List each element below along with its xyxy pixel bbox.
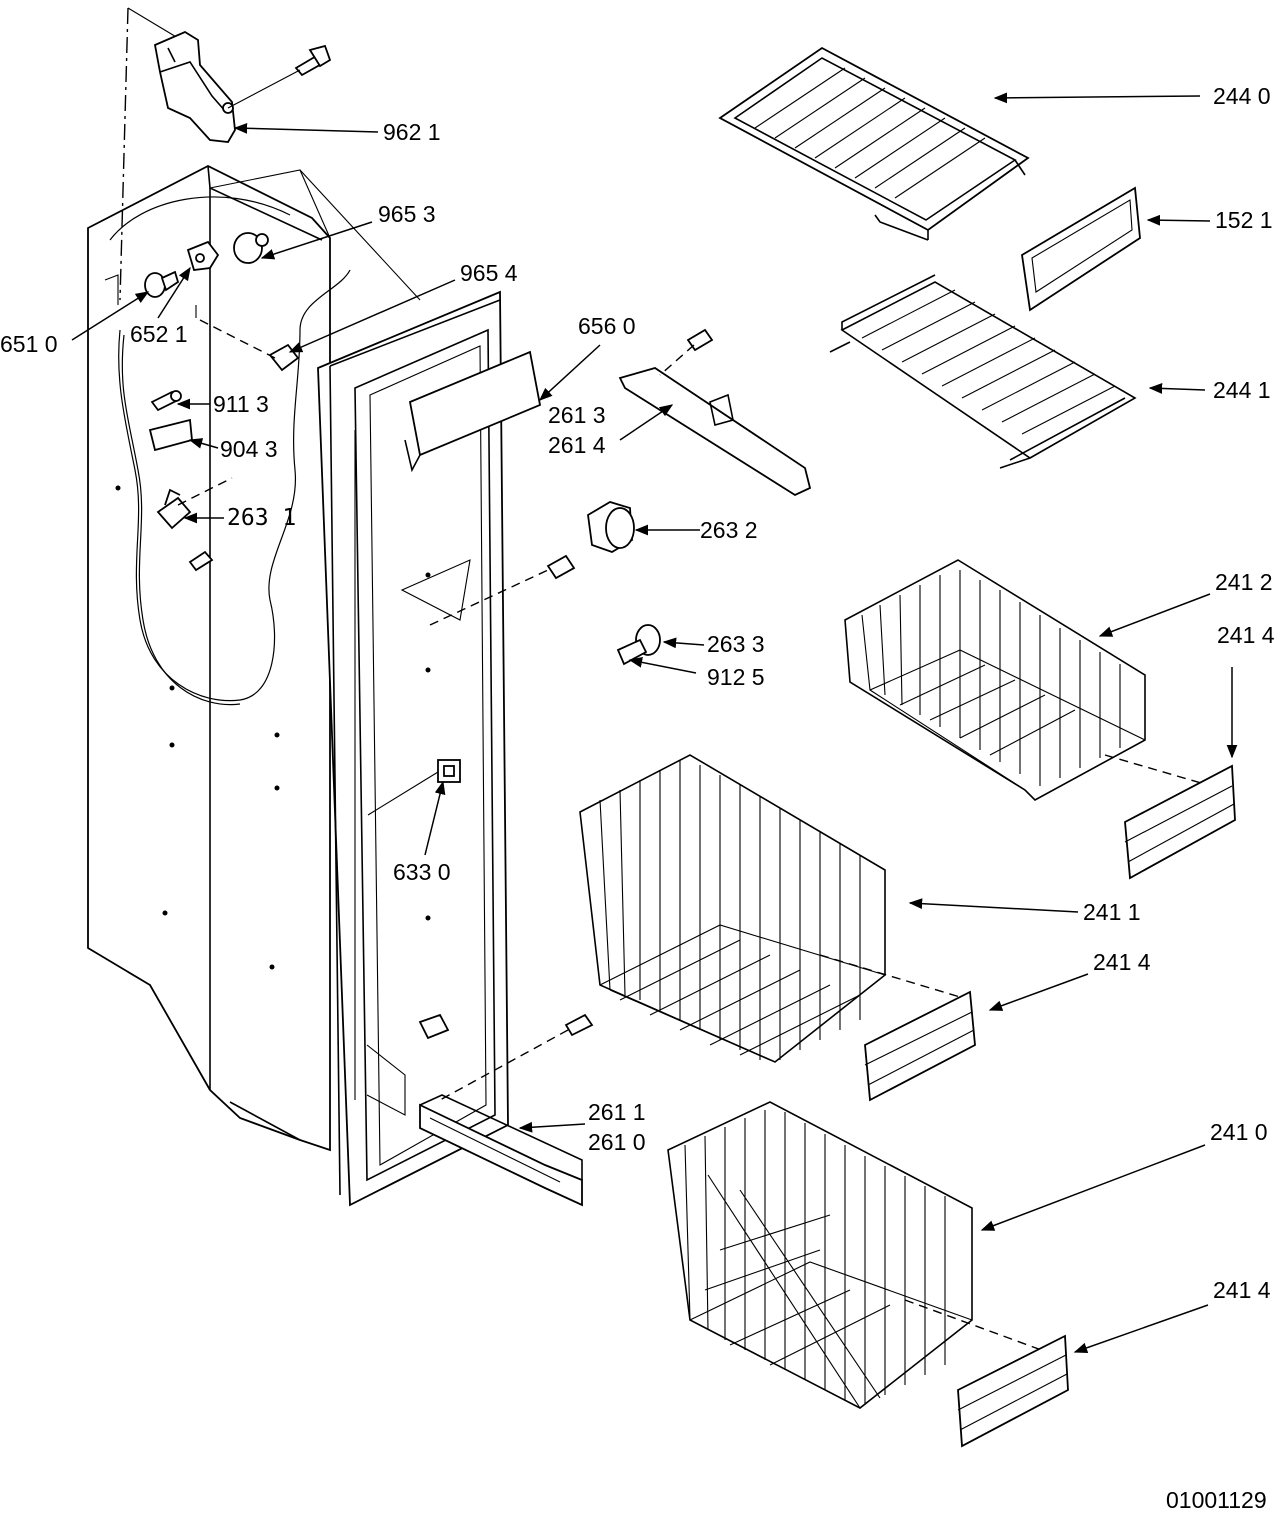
callout-6330: 633 0	[393, 859, 451, 885]
cover-6560-part	[404, 350, 542, 473]
callout-9621: 962 1	[383, 119, 441, 145]
switch-6330-part	[437, 759, 461, 783]
drawing-number: 01001129	[1166, 1487, 1267, 1513]
callout-2412: 241 2	[1215, 569, 1273, 595]
support-2632-part	[587, 501, 635, 553]
centerline-top	[127, 7, 179, 39]
callout-2614: 261 4	[548, 432, 606, 458]
basket-2410-guide	[904, 1299, 1056, 1356]
callout-2611: 261 1	[588, 1099, 646, 1125]
freezer-cabinet-liner	[87, 164, 509, 1207]
callout-2633: 263 3	[707, 631, 765, 657]
callout-9125: 912 5	[707, 664, 765, 690]
light-switch-knob-part	[233, 232, 269, 264]
front-trim-2611-part	[419, 1094, 583, 1207]
callout-2631: 263 1	[227, 505, 296, 531]
callout-2610: 261 0	[588, 1129, 646, 1155]
callout-2632: 263 2	[700, 517, 758, 543]
callout-2414b: 241 4	[1093, 949, 1151, 975]
centerline	[119, 7, 129, 301]
callout-9653: 965 3	[378, 201, 436, 227]
callout-6521: 652 1	[130, 321, 188, 347]
callout-2414a: 241 4	[1217, 622, 1275, 648]
screw-2632-part	[546, 554, 576, 580]
rail-2613-part	[618, 367, 812, 497]
screw-lower-part	[188, 550, 214, 572]
callout-2613: 261 3	[548, 402, 606, 428]
callout-6510: 651 0	[0, 331, 58, 357]
light-bulb-part	[144, 270, 180, 298]
lamp-socket-part	[186, 240, 220, 271]
callout-1521: 152 1	[1215, 207, 1273, 233]
basket-2411-guide	[819, 954, 971, 1001]
trim-2414b-part	[864, 990, 976, 1102]
callout-2410: 241 0	[1210, 1119, 1268, 1145]
basket-2411-part	[579, 754, 886, 1063]
screw-9113-part	[150, 390, 182, 412]
callout-9043: 904 3	[220, 436, 278, 462]
wiring-harness	[109, 196, 351, 706]
basket-2412-guide	[1104, 754, 1226, 791]
support-2631-part	[156, 488, 192, 530]
panel-1521-part	[1021, 186, 1141, 312]
hinge-bracket-part	[153, 30, 236, 143]
screw-upper-trim-part	[418, 1013, 594, 1040]
callout-2440: 244 0	[1213, 83, 1271, 109]
wire-shelf-2441-part	[829, 274, 1137, 469]
shelf-2440-part	[718, 46, 1030, 241]
trim-2414a-part	[1124, 764, 1236, 880]
callout-2441: 244 1	[1213, 377, 1271, 403]
hinge-screw-part	[294, 44, 332, 77]
basket-2410-part	[667, 1101, 973, 1409]
support-2633-part	[616, 624, 661, 666]
callout-6560: 656 0	[578, 313, 636, 339]
trim-2414c-part	[957, 1334, 1069, 1448]
basket-2412-part	[844, 559, 1146, 801]
callout-9654: 965 4	[460, 260, 518, 286]
callout-9113: 911 3	[213, 391, 269, 417]
leader-lines	[71, 92, 1238, 1354]
callout-2411: 241 1	[1083, 899, 1141, 925]
callout-2414c: 241 4	[1213, 1277, 1271, 1303]
